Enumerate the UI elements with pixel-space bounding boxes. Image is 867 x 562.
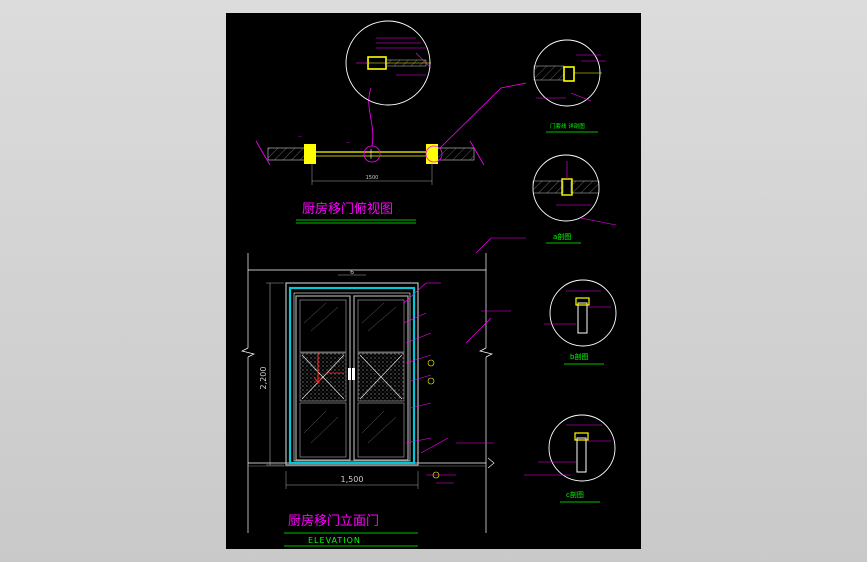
door-casing	[285, 282, 419, 466]
plan-view: 1500 — —	[255, 82, 527, 185]
plan-wall-right	[433, 147, 475, 161]
detail-top	[345, 20, 432, 106]
detail-door-frame: 门套线 详剖图	[533, 39, 606, 133]
svg-text:—: —	[346, 140, 350, 145]
label-section-a: a剖图	[553, 232, 571, 241]
section-c: c剖图	[524, 414, 616, 503]
plan-frame-left	[304, 144, 316, 164]
plan-wall-left	[267, 147, 309, 161]
svg-text:—: —	[298, 134, 302, 139]
cad-drawing: 1500 — —	[240, 20, 617, 547]
plan-frame-right	[426, 144, 438, 164]
label-detail-door-frame: 门套线 详剖图	[550, 122, 585, 130]
title-elevation-en: ELEVATION	[308, 536, 361, 545]
title-plan-view: 厨房移门俯视图	[302, 201, 393, 217]
dimension-width: 1,500	[341, 475, 364, 484]
section-b: b剖图	[544, 279, 617, 365]
plan-callout-center	[363, 145, 381, 163]
dimension-height: 2,200	[259, 367, 268, 390]
label-section-b: b剖图	[570, 352, 588, 361]
dimension-top-gap: 6	[350, 269, 354, 276]
elevation-view: 2,200 1,500 6	[240, 237, 526, 533]
plan-callout-right	[425, 145, 443, 163]
plan-dimension: 1500	[366, 175, 379, 181]
door-frame	[288, 286, 416, 465]
title-elevation: 厨房移门立面门	[288, 513, 379, 529]
section-a: a剖图	[532, 154, 617, 244]
drawing-sheet: 1500 — —	[226, 13, 641, 549]
label-section-c: c剖图	[566, 490, 584, 499]
